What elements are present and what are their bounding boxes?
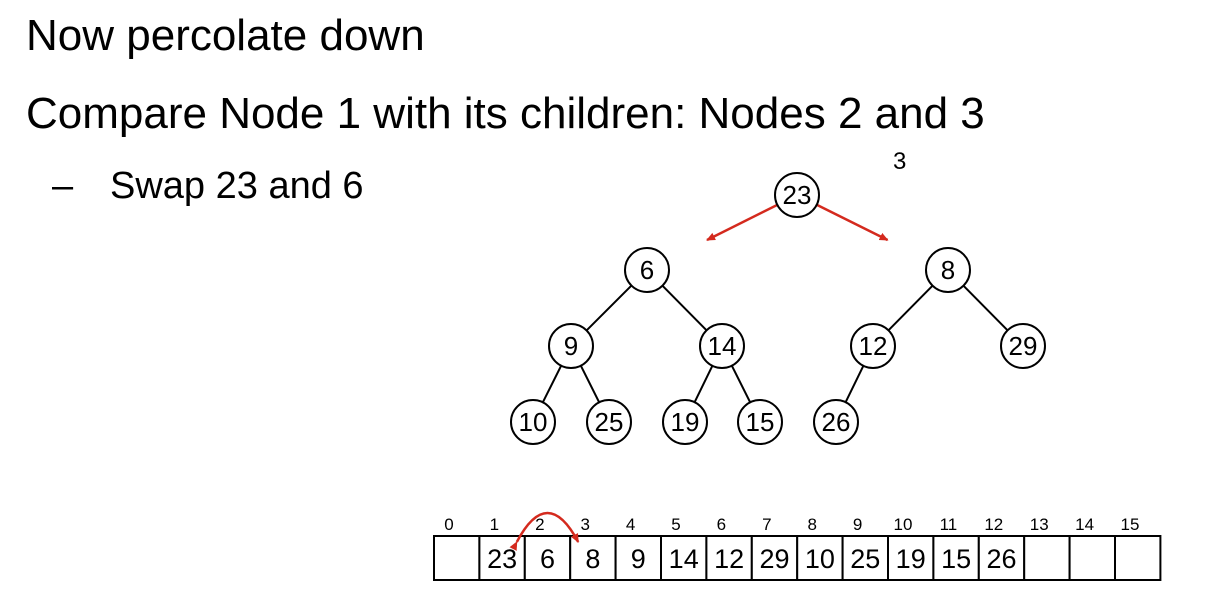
tree-node: 14 xyxy=(699,323,745,369)
array-cell xyxy=(887,535,935,581)
array-index-label: 6 xyxy=(717,515,726,534)
tree-node: 6 xyxy=(624,247,670,293)
tree-node-value: 23 xyxy=(783,180,812,210)
tree-edge xyxy=(693,365,714,403)
array-cell xyxy=(1023,535,1071,581)
array-index-label: 10 xyxy=(894,515,913,534)
array-index-label: 13 xyxy=(1030,515,1049,534)
tree-node-value: 10 xyxy=(519,407,548,437)
tree-edge xyxy=(844,365,865,403)
array-index-label: 8 xyxy=(807,515,816,534)
tree-node-value: 26 xyxy=(822,407,851,437)
array-cell xyxy=(932,535,980,581)
tree-edge xyxy=(661,284,708,332)
tree-node-value: 6 xyxy=(640,255,654,285)
array-cell xyxy=(750,535,799,581)
tree-node: 9 xyxy=(548,323,594,369)
array-cell-value: 26 xyxy=(986,544,1016,574)
tree-node-value: 19 xyxy=(671,407,700,437)
array-index-label: 15 xyxy=(1121,515,1140,534)
bullet-dash: – xyxy=(52,165,74,207)
array-index-label: 9 xyxy=(853,515,862,534)
array-index-label: 14 xyxy=(1075,515,1094,534)
array-cell-value: 9 xyxy=(631,544,646,574)
tree-edge xyxy=(887,284,934,332)
array-cell-value: 25 xyxy=(850,544,880,574)
array-cell-value: 10 xyxy=(805,544,835,574)
array-index-label: 2 xyxy=(535,515,544,534)
tree-node: 26 xyxy=(813,399,859,445)
array-cell xyxy=(705,535,753,581)
swap-arrow xyxy=(509,511,580,551)
array-cell xyxy=(1114,535,1162,581)
tree-node: 12 xyxy=(850,323,896,369)
array-index-label: 3 xyxy=(580,515,589,534)
array-cell xyxy=(977,535,1026,581)
array-cell xyxy=(796,535,844,581)
tree-node-value: 25 xyxy=(595,407,624,437)
array-cell xyxy=(660,535,708,581)
tree-node: 29 xyxy=(1000,323,1046,369)
array-index-label: 4 xyxy=(626,515,635,534)
tree-node: 23 xyxy=(774,172,820,218)
array-index-label: 5 xyxy=(671,515,680,534)
heading-percolate: Now percolate down xyxy=(26,11,425,60)
tree-node-value: 29 xyxy=(1009,331,1038,361)
bullet-swap: –Swap 23 and 6 xyxy=(52,163,364,209)
tree-node-value: 15 xyxy=(746,407,775,437)
tree-node: 15 xyxy=(737,399,783,445)
tree-node-value: 14 xyxy=(708,331,737,361)
tree-node: 10 xyxy=(510,399,556,445)
compare-arrows xyxy=(706,203,889,242)
tree-node-value: 8 xyxy=(941,255,955,285)
array-cell xyxy=(1068,535,1116,581)
array-cell-value: 15 xyxy=(941,544,971,574)
array-cell xyxy=(614,535,662,581)
array-cell-value: 8 xyxy=(585,544,600,574)
tree-edge xyxy=(579,365,601,403)
array-index-label: 12 xyxy=(984,515,1003,534)
compare-arrow xyxy=(816,203,889,242)
tree-nodes: 23 6 8 9 14 12 29 10 25 19 15 26 xyxy=(510,172,1046,445)
tree-edges xyxy=(541,284,1009,403)
compare-arrow xyxy=(706,203,778,242)
tree-node-value: 12 xyxy=(859,331,888,361)
array-cell xyxy=(433,535,481,581)
array-cell-value: 19 xyxy=(896,544,926,574)
array-cell-value: 14 xyxy=(669,544,699,574)
array-index-label: 0 xyxy=(444,515,453,534)
tree-edge xyxy=(962,284,1009,332)
tree-node: 25 xyxy=(586,399,632,445)
tree-edge xyxy=(585,284,633,332)
array-cell-value: 6 xyxy=(540,544,555,574)
array-index-label: 11 xyxy=(940,515,958,534)
array-index-label: 1 xyxy=(490,515,499,534)
array-index-label: 7 xyxy=(762,515,771,534)
tree-node: 8 xyxy=(925,247,971,293)
heading-compare: Compare Node 1 with its children: Nodes … xyxy=(26,89,985,138)
stray-label: 3 xyxy=(893,148,907,175)
tree-edge xyxy=(541,365,563,403)
tree-edge xyxy=(730,365,752,403)
array-cell-value: 29 xyxy=(759,544,789,574)
array-cell-value: 12 xyxy=(714,544,744,574)
tree-node-value: 9 xyxy=(564,331,578,361)
array-cell-value: 23 xyxy=(487,544,517,574)
bullet-text: Swap 23 and 6 xyxy=(110,165,364,207)
tree-node: 19 xyxy=(662,399,708,445)
